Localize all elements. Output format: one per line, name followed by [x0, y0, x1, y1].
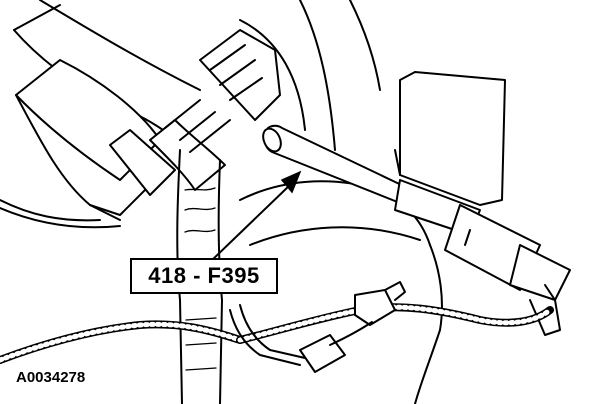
figure-id-label: A0034278 — [16, 369, 86, 386]
column-shroud — [0, 0, 201, 229]
wiring-harness — [0, 281, 554, 373]
callout-leader-arrow — [209, 170, 302, 263]
tool-number-label: 418 - F395 — [148, 263, 260, 288]
mounting-plate — [394, 71, 506, 206]
special-tool — [262, 124, 571, 336]
tool-number-callout: 418 - F395 — [130, 258, 278, 294]
switch-assembly — [149, 29, 281, 191]
